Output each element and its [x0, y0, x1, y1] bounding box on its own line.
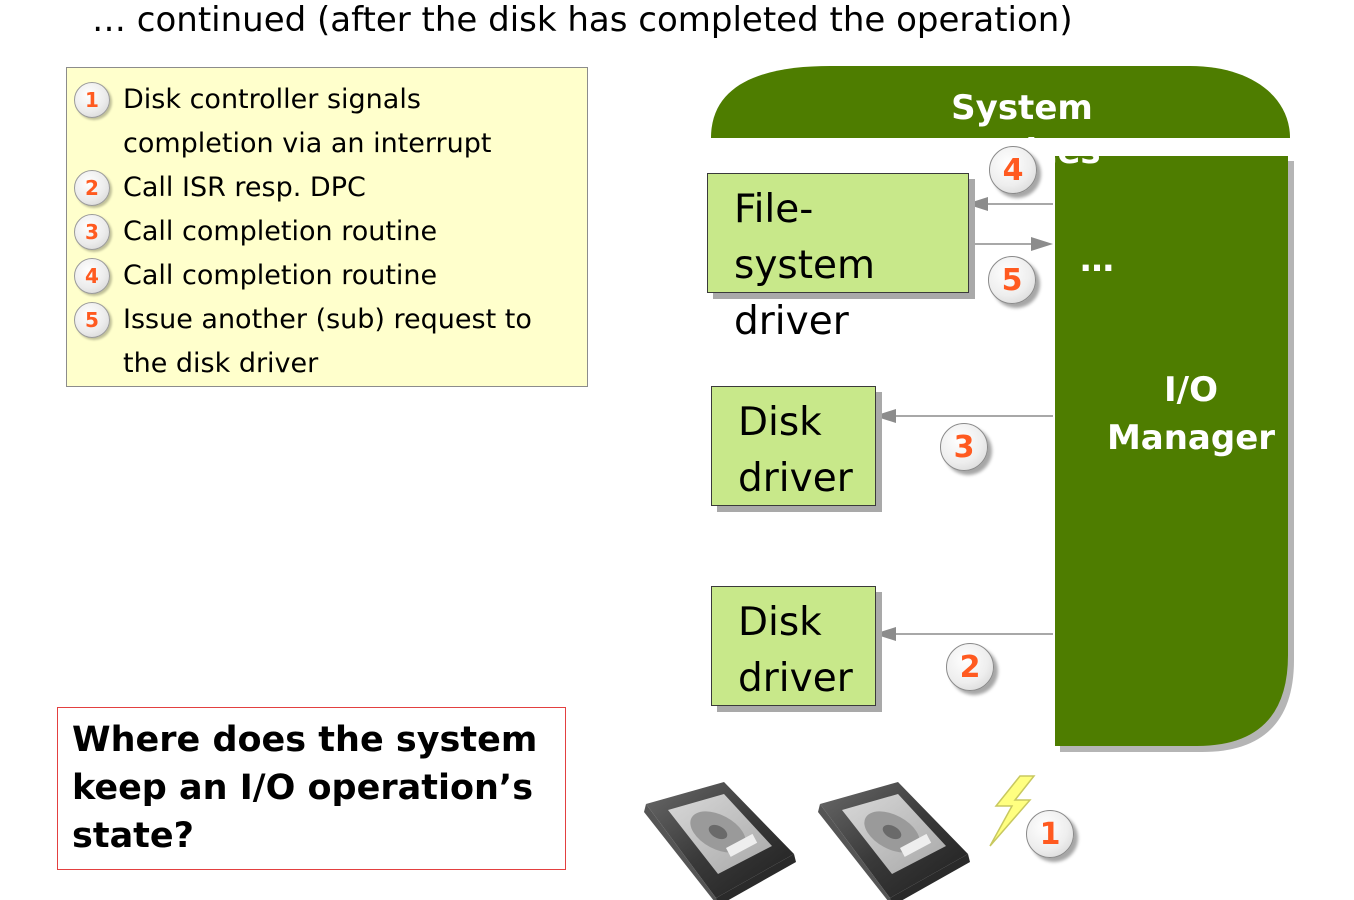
io-manager-label: I/O Manager: [1100, 366, 1282, 462]
step-text-5a: Issue another (sub) request to: [123, 304, 532, 335]
question-box: Where does the system keep an I/O operat…: [57, 707, 566, 870]
step-badge-3: 3: [74, 214, 110, 250]
disk-driver-upper-line2: driver: [738, 456, 853, 501]
steps-box: 1 Disk controller signals completion via…: [66, 67, 588, 387]
ellipsis-label: …: [1080, 240, 1114, 280]
badge-3: 3: [940, 423, 988, 471]
page-title: … continued (after the disk has complete…: [92, 0, 1073, 40]
badge-1: 1: [1026, 810, 1074, 858]
arrow-5: [958, 237, 1053, 251]
step-badge-2: 2: [74, 170, 110, 206]
disk-driver-upper-box: Disk driver: [711, 386, 876, 506]
io-manager-label-line2: Manager: [1106, 418, 1276, 458]
step-text-1a: Disk controller signals: [123, 84, 421, 115]
step-text-5b: the disk driver: [123, 348, 319, 379]
arrow-4: [966, 197, 1053, 211]
lightning-icon: [989, 775, 1036, 847]
arrow-2: [874, 627, 1053, 641]
disk-driver-upper-line1: Disk: [738, 400, 822, 445]
disk-driver-lower-line1: Disk: [738, 600, 822, 645]
fs-driver-line2: driver: [734, 299, 849, 344]
disk-driver-lower-box: Disk driver: [711, 586, 876, 706]
disk-driver-lower-line2: driver: [738, 656, 853, 701]
step-badge-1: 1: [74, 82, 110, 118]
badge-4: 4: [989, 146, 1037, 194]
step-badge-4: 4: [74, 258, 110, 294]
arrow-3: [874, 409, 1053, 423]
step-badge-5: 5: [74, 302, 110, 338]
step-text-2: Call ISR resp. DPC: [123, 172, 366, 203]
system-services-shape: [711, 66, 1290, 138]
badge-2: 2: [946, 643, 994, 691]
step-text-3: Call completion routine: [123, 216, 438, 247]
badge-5: 5: [988, 256, 1036, 304]
fs-driver-line1: File-system: [734, 187, 875, 288]
step-text-4: Call completion routine: [123, 260, 438, 291]
file-system-driver-box: File-system driver: [707, 173, 969, 344]
hard-disk-icon: [644, 782, 796, 900]
io-manager-shape: [1055, 156, 1288, 746]
hard-disk-icon: [818, 782, 970, 900]
io-manager-label-line1: I/O: [1164, 370, 1218, 410]
question-text: Where does the system keep an I/O operat…: [72, 720, 538, 856]
step-text-1b: completion via an interrupt: [123, 128, 492, 159]
